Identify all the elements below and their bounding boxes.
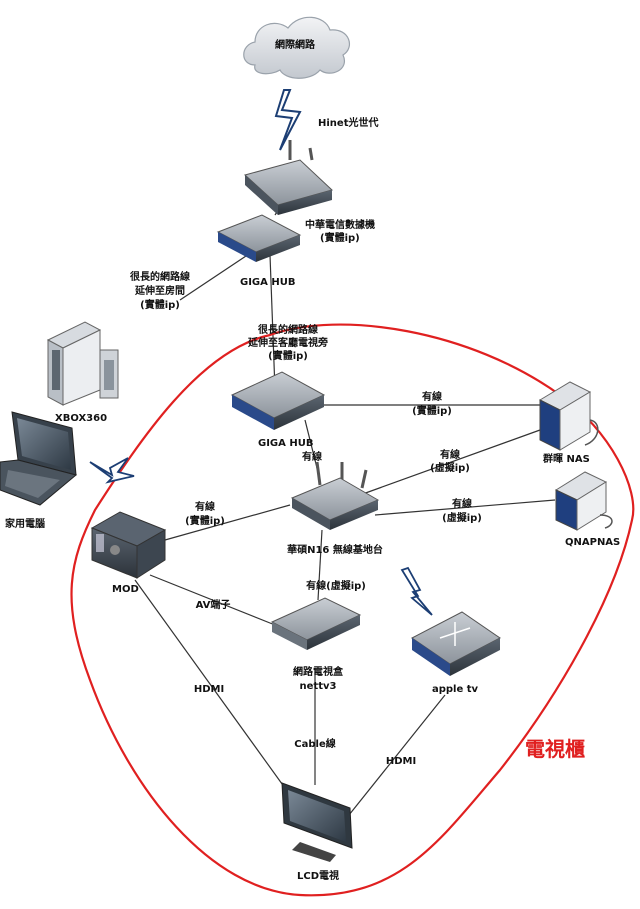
qnap-nas-icon: [554, 471, 613, 531]
cht-router-label-1: 中華電信數據機: [305, 218, 375, 231]
long-cable-living-3: (實體ip): [268, 349, 308, 362]
long-cable-living-2: 延伸至客廳電視旁: [247, 336, 328, 349]
wireless-icon-2: [400, 566, 433, 616]
tv-cabinet-label: 電視櫃: [525, 737, 585, 761]
giga-hub-mid-label: GIGA HUB: [258, 438, 313, 449]
hdmi-right-label: HDMI: [386, 756, 416, 767]
wired-real-nas-1: 有線: [422, 390, 442, 403]
cht-router-label-2: (實體ip): [320, 231, 360, 244]
hdmi-left-label: HDMI: [194, 684, 224, 695]
wired-real-mod-1: 有線: [195, 500, 215, 513]
wired-virtual-nas-1: 有線: [440, 448, 460, 461]
mod-label: MOD: [112, 584, 139, 595]
asus-router-label: 華碩N16 無線基地台: [287, 543, 383, 556]
internet-cloud: [243, 16, 351, 79]
wire-mod-box: [149, 574, 276, 626]
apple-tv-icon: [411, 611, 501, 676]
asus-router-icon: [290, 461, 380, 530]
laptop-icon: [0, 411, 78, 506]
net-tv-box-icon: [270, 597, 362, 650]
internet-label: 網際網路: [275, 38, 316, 51]
giga-hub-mid-icon: [230, 371, 326, 430]
wireless-icon: [89, 457, 135, 484]
long-cable-room-2: 延伸至房間: [134, 284, 185, 297]
wire-hub-hub: [269, 254, 276, 391]
wired-real-nas-2: (實體ip): [412, 404, 452, 417]
wired-virtual-qnap-1: 有線: [452, 497, 472, 510]
cht-router-icon: [243, 140, 333, 215]
wire-mod-tv: [134, 579, 291, 796]
lcd-tv-icon: [281, 782, 353, 862]
wired-top-label: 有線: [302, 450, 322, 463]
wire-asus-synology: [359, 429, 541, 496]
net-tv-box-label-2: nettv3: [300, 681, 337, 692]
lcd-tv-label: LCD電視: [297, 869, 339, 882]
xbox-icon: [46, 321, 119, 406]
long-cable-room-3: (實體ip): [140, 298, 180, 311]
net-tv-box-label-1: 網路電視盒: [293, 665, 344, 678]
synology-nas-label: 群暉 NAS: [543, 452, 590, 465]
wire-asus-box: [317, 529, 323, 601]
qnapnas-label: QNAPNAS: [565, 537, 620, 548]
pc-label: 家用電腦: [5, 517, 45, 530]
long-cable-living-1: 很長的網路線: [257, 323, 318, 336]
synology-nas-icon: [538, 381, 599, 451]
cable-line-label: Cable線: [294, 737, 335, 750]
connections: [134, 199, 556, 821]
giga-hub-top-label: GIGA HUB: [240, 277, 295, 288]
av-port-label: AV端子: [196, 598, 231, 611]
hinet-label: Hinet光世代: [318, 116, 378, 129]
wire-asus-qnap: [374, 499, 556, 516]
wired-virtual-nas-2: (虛擬ip): [430, 461, 470, 474]
long-cable-room-1: 很長的網路線: [129, 270, 190, 283]
apple-tv-label: apple tv: [432, 684, 479, 695]
wired-real-mod-2: (實體ip): [185, 514, 225, 527]
giga-hub-top-icon: [216, 214, 302, 262]
wired-virtual-qnap-2: (虛擬ip): [442, 511, 482, 524]
wired-virtual-box-label: 有線(虛擬ip): [306, 579, 366, 592]
xbox-label: XBOX360: [55, 413, 107, 424]
wire-asus-mod: [164, 504, 291, 541]
lightning-icon: [274, 89, 302, 151]
mod-icon: [90, 511, 167, 579]
wire-apple-tv: [344, 694, 446, 821]
